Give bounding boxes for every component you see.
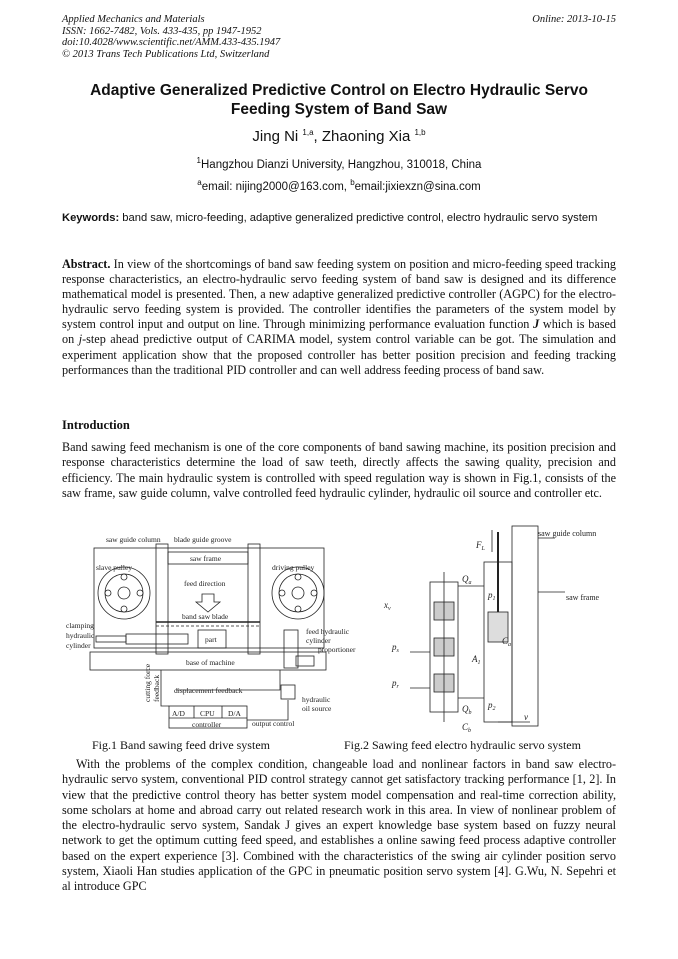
affiliation-sup: 1: [196, 156, 201, 165]
emails: aemail: nijing2000@163.com, bemail:jixie…: [62, 178, 616, 193]
label-qa: Qa: [462, 574, 472, 586]
affiliation: 1Hangzhou Dianzi University, Hangzhou, 3…: [62, 156, 616, 171]
label-clamping-3: cylinder: [66, 641, 91, 650]
label-part: part: [205, 635, 218, 644]
label-p2: p2: [487, 700, 496, 712]
label-xv: xv: [383, 600, 391, 612]
author-2-sup: 1,b: [414, 128, 426, 137]
journal-header: Applied Mechanics and Materials ISSN: 16…: [62, 14, 280, 60]
title-line-2: Feeding System of Band Saw: [230, 101, 448, 118]
label-ad: A/D: [172, 709, 186, 718]
keywords-label: Keywords:: [62, 212, 120, 224]
label-clamping-2: hydraulic: [66, 631, 95, 640]
author-1: Jing Ni: [252, 128, 299, 145]
label-hydraulic-1: hydraulic: [302, 695, 331, 704]
keywords-text: band saw, micro-feeding, adaptive genera…: [119, 212, 598, 224]
label-driving-pulley: driving pulley: [272, 563, 315, 572]
abstract-label: Abstract.: [62, 257, 111, 271]
authors: Jing Ni 1,a, Zhaoning Xia 1,b: [62, 128, 616, 145]
author-2: Zhaoning Xia: [321, 128, 411, 145]
copyright: © 2013 Trans Tech Publications Ltd, Swit…: [62, 48, 270, 60]
label-cutting-force: cutting force: [143, 663, 152, 702]
figure-2-caption: Fig.2 Sawing feed electro hydraulic serv…: [344, 738, 581, 752]
label-base-of-machine: base of machine: [186, 658, 235, 667]
author-sep: ,: [313, 128, 322, 145]
label-cpu: CPU: [200, 709, 215, 718]
label-hydraulic-2: oil source: [302, 704, 332, 713]
paper-title: Adaptive Generalized Predictive Control …: [62, 81, 616, 119]
intro-paragraph-1: Band sawing feed mechanism is one of the…: [62, 440, 616, 500]
label-controller: controller: [192, 720, 222, 729]
label-cutting-feedback: feedback: [152, 675, 161, 702]
label-pr: pr: [391, 678, 400, 690]
abstract-text-2: which is based on: [62, 317, 616, 347]
label-displacement-feedback: displacement feedback: [174, 686, 243, 695]
abstract-text-3: -step ahead predictive output of CARIMA …: [62, 332, 616, 377]
label-feed-hydraulic-2: cylinder: [306, 636, 331, 645]
label-slave-pulley: slave pulley: [96, 563, 132, 572]
label-proportioner: proportioner: [318, 645, 356, 654]
label-band-saw-blade: band saw blade: [182, 612, 229, 621]
label-p1: p1: [487, 590, 496, 602]
label-qb: Qb: [462, 704, 472, 716]
label-a1: A1: [471, 654, 481, 666]
label-cb: Cb: [462, 722, 471, 734]
online-date: Online: 2013-10-15: [532, 14, 616, 25]
label-da: D/A: [228, 709, 242, 718]
figure-1-caption: Fig.1 Band sawing feed drive system: [92, 738, 270, 752]
figure-1-diagram: saw guide column blade guide groove saw …: [66, 535, 356, 729]
symbol-J: J: [533, 317, 540, 332]
affiliation-text: Hangzhou Dianzi University, Hangzhou, 31…: [201, 158, 482, 171]
author-1-sup: 1,a: [302, 128, 314, 137]
email-b-sup: b: [350, 178, 355, 187]
section-heading-introduction: Introduction: [62, 418, 130, 432]
figure-2-diagram: saw guide column saw frame FL xv Qa ps p…: [383, 525, 600, 734]
intro-paragraph-2: With the problems of the complex conditi…: [62, 757, 616, 894]
symbol-j: j: [78, 332, 83, 347]
label-blade-guide-groove: blade guide groove: [174, 535, 232, 544]
label-saw-guide-column: saw guide column: [106, 535, 161, 544]
title-line-1: Adaptive Generalized Predictive Control …: [90, 82, 588, 99]
label-clamping-1: clamping: [66, 621, 94, 630]
label-feed-direction: feed direction: [184, 579, 226, 588]
label-v: v: [524, 712, 528, 722]
label-fl: FL: [475, 540, 486, 552]
doi: doi:10.4028/www.scientific.net/AMM.433-4…: [62, 37, 281, 48]
label-ps: ps: [391, 642, 400, 654]
abstract: Abstract. In view of the shortcomings of…: [62, 257, 616, 378]
label-ca: Ca: [502, 636, 511, 648]
abstract-text-1: In view of the shortcomings of band saw …: [62, 257, 616, 332]
email-b: email:jixiexzn@sina.com: [354, 180, 481, 193]
issn: ISSN: 1662-7482, Vols. 433-435, pp 1947-…: [62, 25, 262, 37]
label-output-control: output control: [252, 719, 294, 728]
journal-name: Applied Mechanics and Materials: [62, 14, 205, 25]
email-a: email: nijing2000@163.com,: [201, 180, 351, 193]
label-saw-frame: saw frame: [190, 554, 222, 563]
email-a-sup: a: [197, 178, 202, 187]
label-saw-guide-column: saw guide column: [538, 529, 596, 538]
label-saw-frame: saw frame: [566, 593, 600, 602]
label-feed-hydraulic-1: feed hydraulic: [306, 627, 350, 636]
keywords: Keywords: band saw, micro-feeding, adapt…: [62, 211, 616, 225]
